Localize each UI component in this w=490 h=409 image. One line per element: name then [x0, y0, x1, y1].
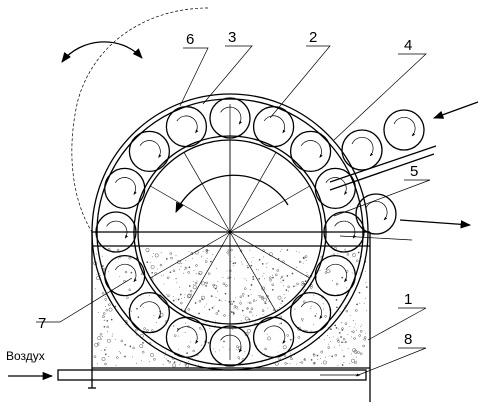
swing-arrow: [61, 41, 143, 63]
leader-lines: [36, 45, 431, 377]
label-4: 4: [404, 37, 412, 54]
label-1: 1: [404, 291, 412, 308]
label-5: 5: [410, 163, 418, 180]
roller: [128, 291, 171, 334]
feed-rollers: [329, 109, 437, 235]
label-7: 7: [38, 315, 46, 332]
drum: [91, 93, 369, 371]
dashed-belt: [71, 7, 209, 233]
air-pipe: [57, 369, 367, 381]
output-arrow: [399, 219, 472, 229]
input-arrow: [433, 101, 479, 119]
roller: [95, 211, 137, 253]
label-6: 6: [186, 31, 194, 48]
rotation-arrow: [175, 174, 289, 213]
roller: [289, 291, 332, 334]
roller: [128, 130, 171, 173]
label-8: 8: [404, 331, 412, 348]
label-2: 2: [309, 29, 317, 46]
air-label: Воздух: [6, 349, 45, 363]
liquid-particles: [93, 247, 368, 368]
roller: [289, 130, 332, 173]
label-3: 3: [228, 29, 236, 46]
